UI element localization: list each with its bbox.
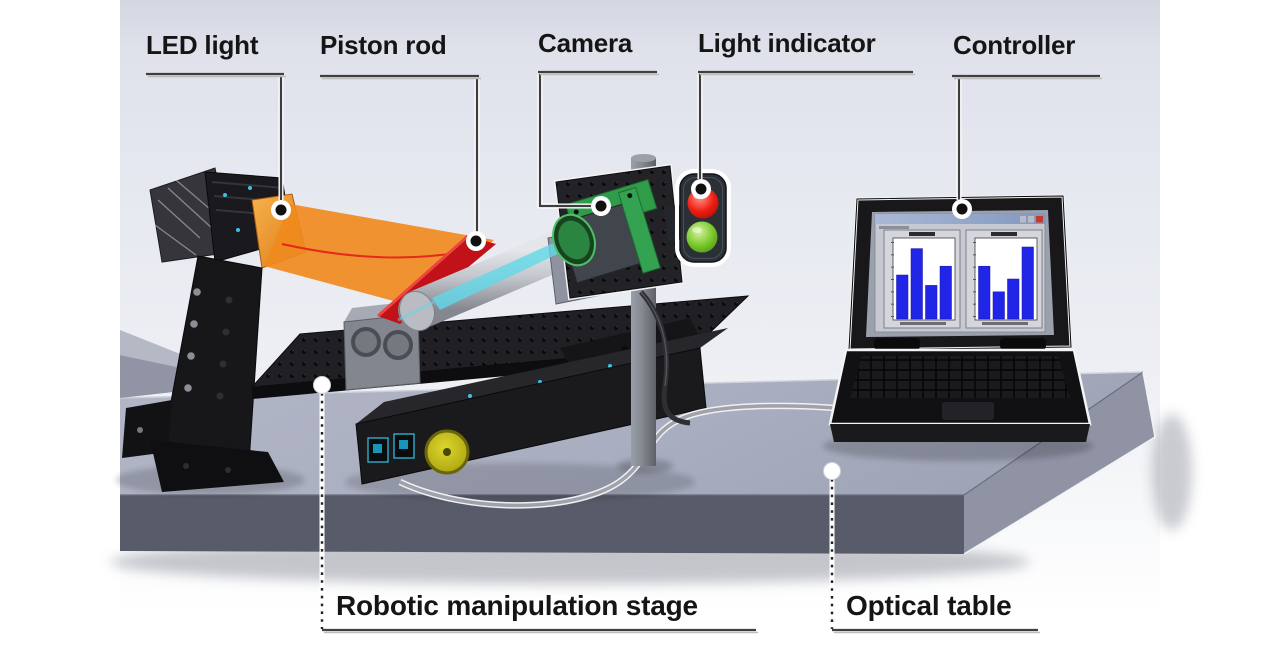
window-menu-smudge [879, 226, 909, 229]
green-light [686, 221, 718, 253]
callout-markers [271, 179, 972, 480]
label-light-indicator: Light indicator [698, 28, 876, 58]
window-titlebar [875, 214, 1045, 224]
label-piston-rod: Piston rod [320, 30, 447, 60]
label-optical-table: Optical table [846, 590, 1012, 621]
chart-bar [896, 274, 909, 320]
controller-laptop [828, 194, 1092, 442]
led-foot-base [150, 440, 284, 492]
laser-line [281, 243, 463, 259]
table-front-face [120, 495, 964, 554]
chart-bar [978, 265, 991, 320]
table-corner-highlight [963, 371, 1156, 555]
chart-bar [1021, 246, 1034, 320]
sensing-beam [397, 240, 566, 322]
laptop-hinge [1000, 338, 1046, 350]
table-right-face [964, 372, 1155, 554]
laptop-front-lip [830, 424, 1090, 442]
label-camera: Camera [538, 28, 633, 58]
bar-chart-right [965, 229, 1043, 329]
label-controller: Controller [953, 30, 1076, 60]
window-close-button [1036, 216, 1043, 223]
leader-lines [146, 70, 1102, 634]
camera-lens [552, 213, 596, 267]
label-underlines [146, 70, 1102, 634]
chart-title-smudge [909, 232, 935, 236]
chart-bar [992, 291, 1005, 320]
bar-chart-left [883, 229, 961, 329]
camera-assembly [552, 154, 691, 466]
laptop-keyboard [850, 356, 1070, 398]
chart-bar [939, 265, 952, 320]
chart-bar [910, 248, 923, 320]
laptop-hinge [874, 338, 920, 350]
laptop-trackpad [942, 402, 994, 420]
chart-bar [925, 285, 938, 320]
chart-bar [1007, 278, 1020, 320]
label-robotic-stage: Robotic manipulation stage [336, 590, 698, 621]
chart-title-smudge [991, 232, 1017, 236]
indicator-halo [675, 169, 731, 267]
table-side-shadow [1152, 414, 1192, 530]
label-led-light: LED light [146, 30, 259, 60]
light-indicator-device [663, 169, 731, 267]
